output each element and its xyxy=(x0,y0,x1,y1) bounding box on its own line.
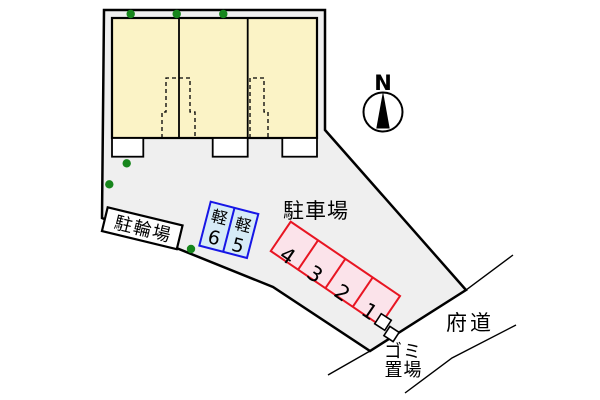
stair-dashed-outline-1 xyxy=(161,77,196,138)
kei-space-6-number: 6 xyxy=(205,226,222,250)
entrance-porch-3 xyxy=(281,137,318,158)
regular-space-divider xyxy=(324,258,347,289)
tree-marker xyxy=(186,244,196,254)
kei-space-5-kanji: 軽 xyxy=(233,214,253,236)
kei-space-5-number: 5 xyxy=(229,234,246,258)
garbage-area-label-line2: 置場 xyxy=(385,360,423,381)
tree-marker xyxy=(219,9,228,19)
road-edge-lower xyxy=(404,324,517,394)
entrance-porch-2 xyxy=(211,137,249,158)
bicycle-parking-outline xyxy=(100,205,184,251)
north-arrow-needle xyxy=(376,91,390,129)
stair-dashed-outline-2 xyxy=(249,77,269,138)
garbage-box-part xyxy=(382,325,401,343)
regular-space-divider xyxy=(297,239,319,271)
tree-markers xyxy=(105,9,228,254)
tree-marker xyxy=(122,159,131,168)
parking-lot-label: 駐車場 xyxy=(283,199,349,223)
building-outline xyxy=(110,16,319,140)
tree-marker xyxy=(172,9,181,19)
garbage-box-icon xyxy=(373,312,401,343)
tree-marker xyxy=(126,9,135,19)
regular-space-divider xyxy=(351,276,374,308)
garbage-area-label-line1: ゴミ xyxy=(384,342,422,363)
north-arrow-letter: N xyxy=(374,71,392,95)
garbage-box-part xyxy=(373,312,393,332)
kei-space-divider xyxy=(222,207,236,253)
entrance-porch-1 xyxy=(111,137,145,158)
tree-marker xyxy=(105,180,114,189)
kei-parking-block: 軽 6 軽 5 xyxy=(198,200,260,260)
prefectural-road-label: 府道 xyxy=(446,311,494,335)
kei-space-6-kanji: 軽 xyxy=(209,206,229,228)
building xyxy=(110,16,319,158)
north-arrow: N xyxy=(362,71,404,133)
